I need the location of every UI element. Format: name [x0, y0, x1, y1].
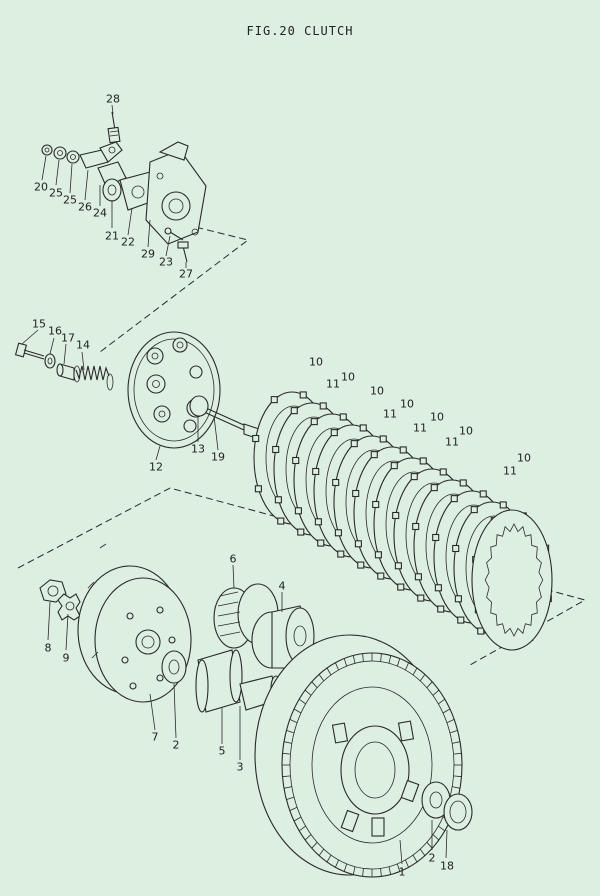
- spring-14: [73, 365, 114, 391]
- callout-28: 28: [106, 92, 120, 106]
- clutch-plate-stack: [252, 391, 553, 651]
- lever-26: [79, 141, 123, 169]
- callout-19: 19: [211, 450, 225, 464]
- leader-lines-lower: [47, 564, 448, 865]
- callout-26: 26: [78, 200, 92, 214]
- callout-25: 25: [63, 193, 77, 207]
- washer-25a: [53, 146, 67, 160]
- callout-2: 2: [428, 851, 436, 865]
- leader-lines-top: [41, 104, 187, 268]
- callout-11: 11: [503, 464, 517, 478]
- washer-18: [443, 793, 473, 831]
- bolt-15: [14, 342, 45, 360]
- pressure-plate-assembly: [14, 329, 266, 461]
- callout-3: 3: [236, 760, 244, 774]
- callout-16: 16: [48, 324, 62, 338]
- leader-lines-middle: [21, 329, 219, 461]
- callout-10: 10: [517, 451, 531, 465]
- release-mechanism-assembly: [41, 104, 207, 268]
- primary-driven-gear-1: [254, 634, 463, 878]
- callout-1: 1: [398, 865, 406, 879]
- callout-10: 10: [341, 370, 355, 384]
- callout-10: 10: [459, 424, 473, 438]
- nut-8: [39, 579, 67, 603]
- callout-10: 10: [370, 384, 384, 398]
- callout-27: 27: [179, 267, 193, 281]
- pressure-plate-12: [127, 331, 221, 449]
- callout-23: 23: [159, 255, 173, 269]
- callout-11: 11: [326, 377, 340, 391]
- callout-10: 10: [309, 355, 323, 369]
- callout-9: 9: [62, 651, 70, 665]
- callout-15: 15: [32, 317, 46, 331]
- nut-20: [41, 144, 53, 156]
- callout-7: 7: [151, 730, 159, 744]
- assembly-line-upper: [99, 221, 250, 353]
- screw-27: [177, 241, 189, 263]
- callout-24: 24: [93, 206, 107, 220]
- callout-29: 29: [141, 247, 155, 261]
- callout-11: 11: [383, 407, 397, 421]
- callout-25: 25: [49, 186, 63, 200]
- bearing-13: [189, 395, 209, 417]
- callout-2: 2: [172, 738, 180, 752]
- lower-clutch-assembly: [39, 543, 473, 878]
- friction-plate-front: [471, 509, 553, 651]
- callout-14: 14: [76, 338, 90, 352]
- gear-21: [102, 178, 122, 202]
- callout-12: 12: [149, 460, 163, 474]
- callout-6: 6: [229, 552, 237, 566]
- callout-4: 4: [278, 579, 286, 593]
- callout-13: 13: [191, 442, 205, 456]
- callout-10: 10: [430, 410, 444, 424]
- screw-28: [107, 111, 121, 144]
- lock-washer-9: [57, 593, 81, 621]
- screw-23: [164, 227, 184, 241]
- collar-17: [56, 363, 75, 381]
- callout-20: 20: [34, 180, 48, 194]
- callout-22: 22: [121, 235, 135, 249]
- washer-16: [44, 353, 56, 369]
- callout-5: 5: [218, 744, 226, 758]
- callout-11: 11: [445, 435, 459, 449]
- bush-5: [195, 649, 243, 713]
- figure-title: FIG.20 CLUTCH: [246, 24, 354, 38]
- thrust-washer-2-left: [161, 650, 187, 684]
- callout-21: 21: [105, 229, 119, 243]
- callout-10: 10: [400, 397, 414, 411]
- callout-11: 11: [413, 421, 427, 435]
- housing-29: [145, 141, 207, 245]
- callout-17: 17: [61, 331, 75, 345]
- callout-8: 8: [44, 641, 52, 655]
- callout-18: 18: [440, 859, 454, 873]
- washer-25b: [66, 150, 80, 164]
